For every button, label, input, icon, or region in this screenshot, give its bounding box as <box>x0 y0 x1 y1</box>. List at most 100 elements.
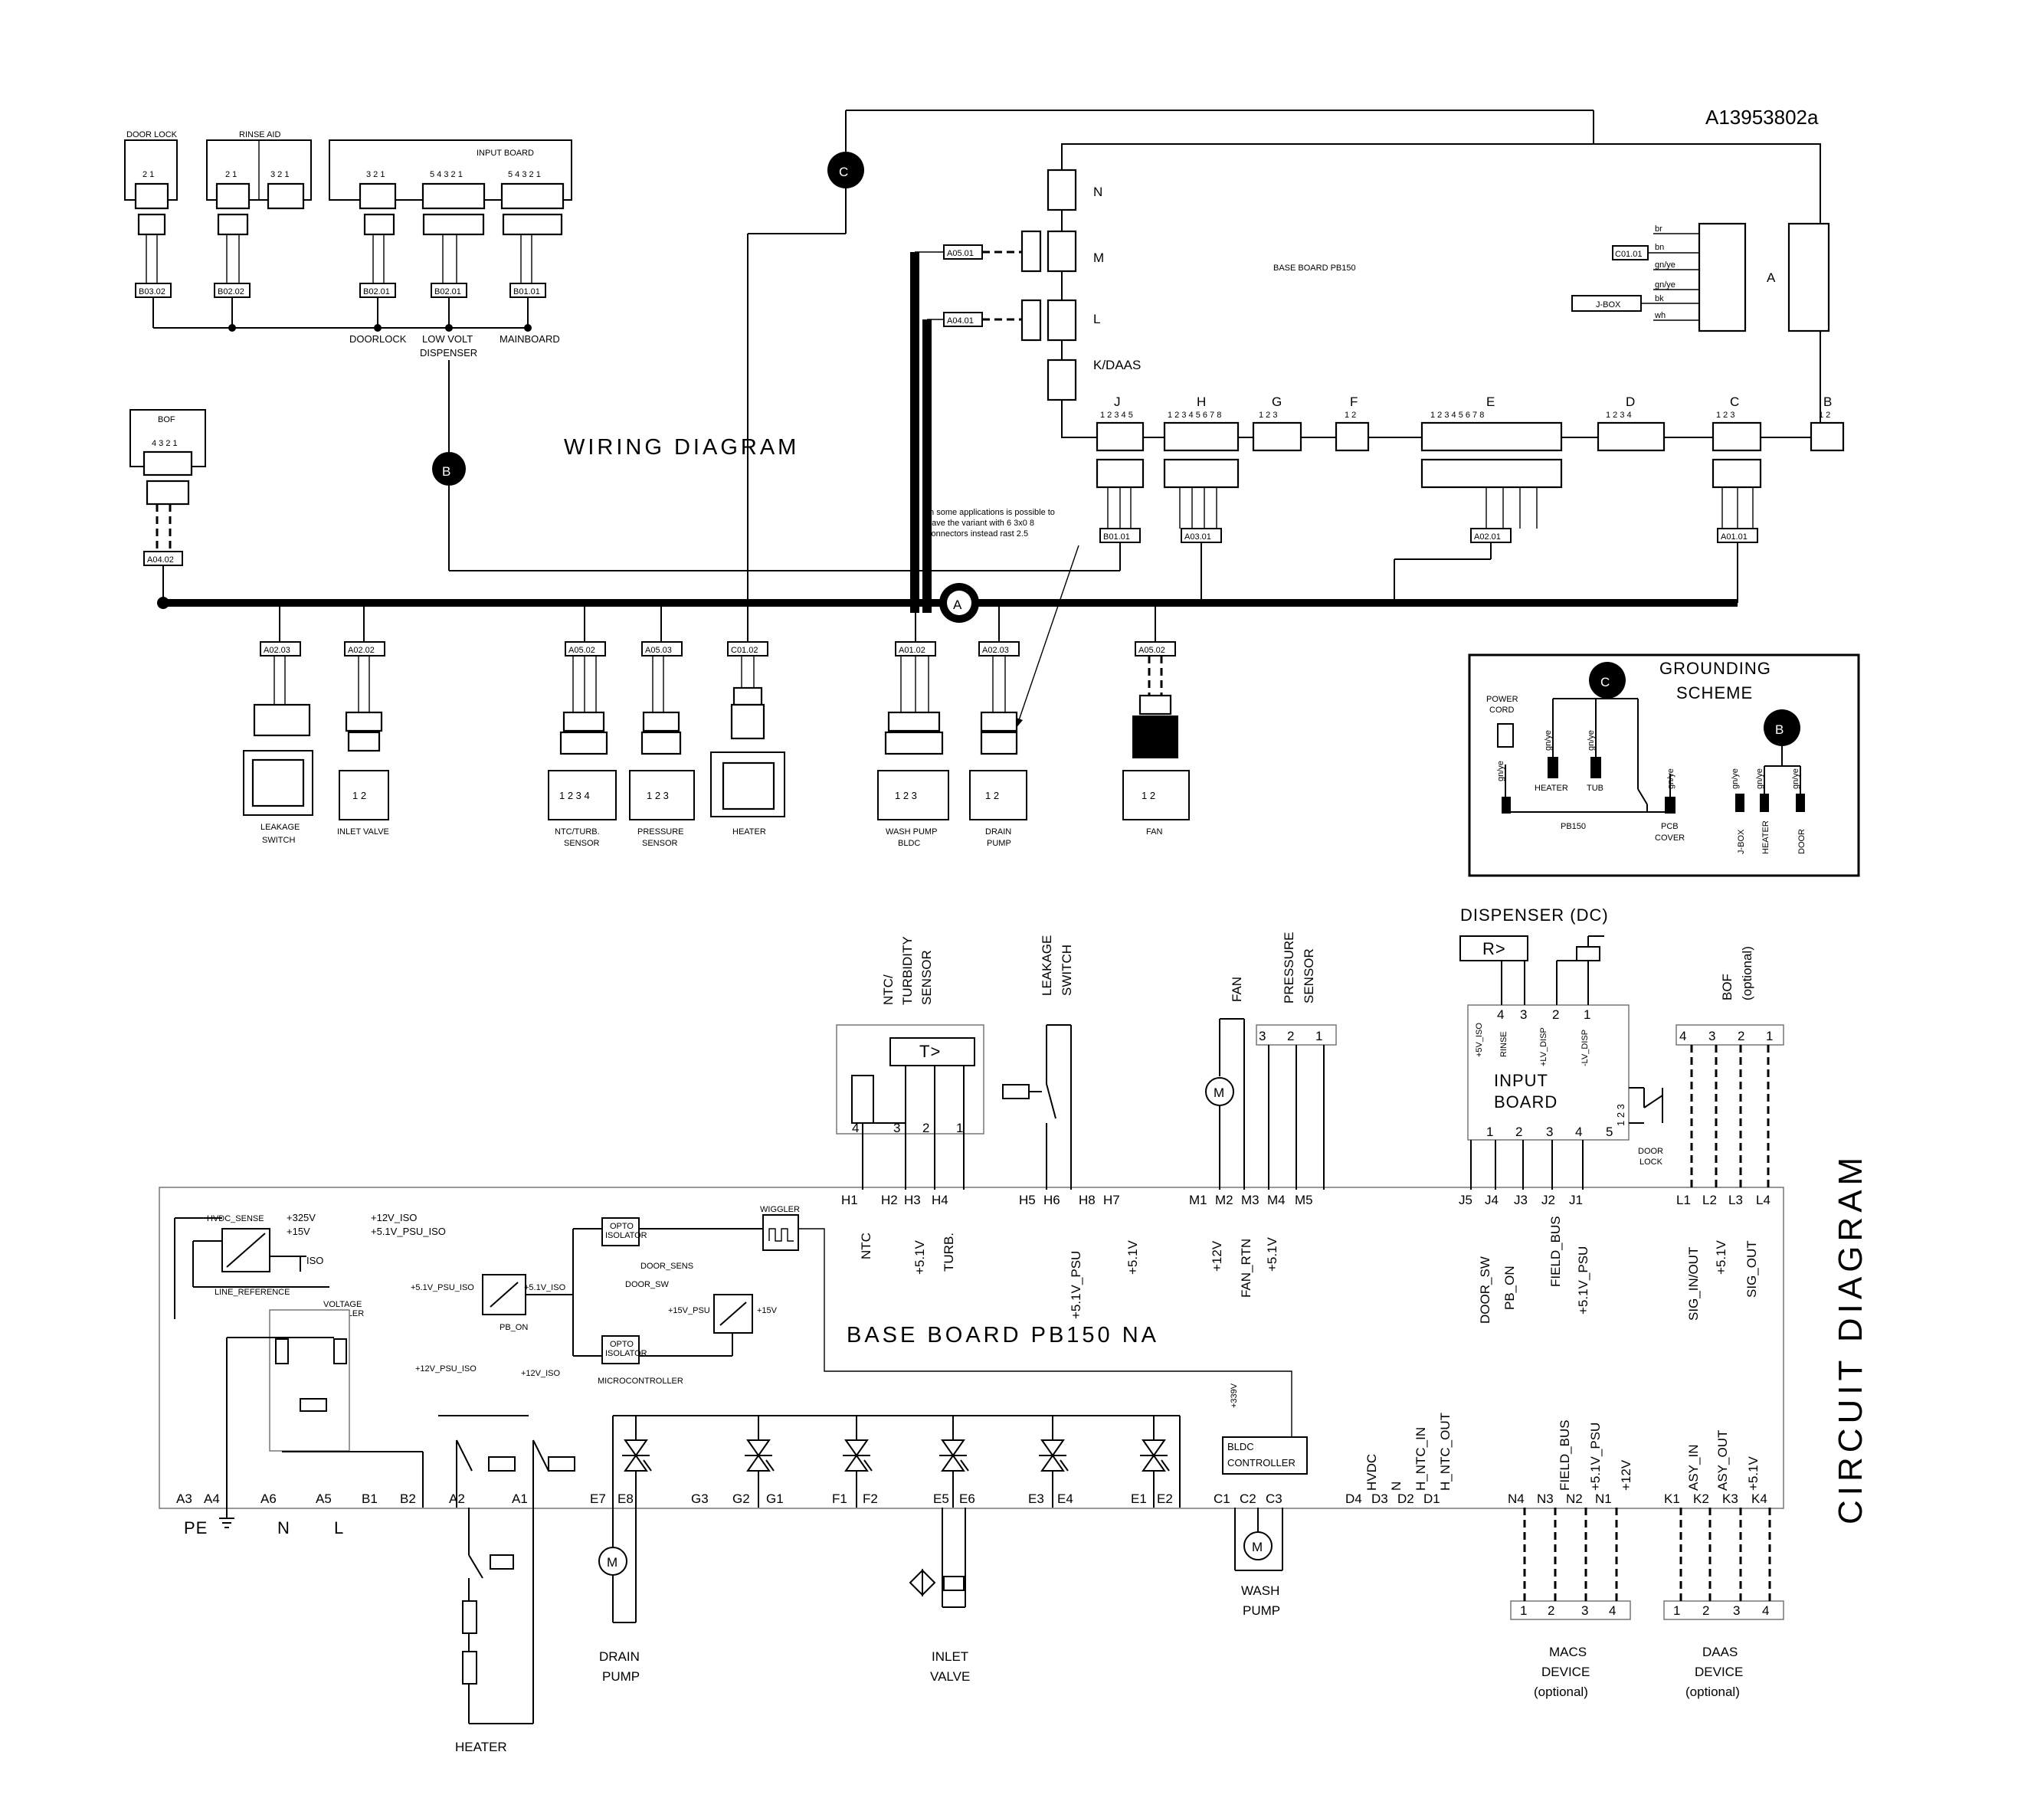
pin-f1: F1 <box>832 1491 847 1506</box>
svg-text:TURBIDITY: TURBIDITY <box>900 936 915 1005</box>
pin-e2: E2 <box>1157 1491 1173 1506</box>
svg-text:2: 2 <box>1287 1029 1294 1043</box>
svg-text:+339V: +339V <box>1230 1383 1239 1408</box>
pin-a6: A6 <box>260 1491 277 1506</box>
svg-text:N: N <box>1389 1482 1404 1491</box>
svg-text:K/DAAS: K/DAAS <box>1093 358 1141 372</box>
svg-text:C01.02: C01.02 <box>731 646 758 655</box>
heater-ground-label: HEATER <box>1535 784 1568 793</box>
svg-text:INPUT: INPUT <box>1494 1071 1548 1090</box>
pin-a5: A5 <box>316 1491 332 1506</box>
svg-text:A: A <box>1767 270 1776 285</box>
svg-text:+5.1V: +5.1V <box>912 1239 927 1275</box>
pin-e6: E6 <box>959 1491 975 1506</box>
svg-text:HEATER: HEATER <box>1761 820 1770 854</box>
pin-a3: A3 <box>176 1491 192 1506</box>
svg-text:ISOLATOR: ISOLATOR <box>605 1349 647 1358</box>
svg-text:A03.01: A03.01 <box>1184 532 1211 542</box>
svg-text:1 2: 1 2 <box>1345 411 1356 420</box>
leakage-label-2: SWITCH <box>262 836 295 845</box>
wash-pump-label-2: BLDC <box>898 839 920 848</box>
pin-n2: N2 <box>1566 1491 1583 1506</box>
svg-text:2: 2 <box>922 1121 929 1135</box>
svg-text:H5: H5 <box>1019 1193 1036 1207</box>
svg-text:C: C <box>839 165 848 179</box>
svg-text:B01.01: B01.01 <box>1103 532 1130 542</box>
macs-device: 1 2 3 4 MACS DEVICE (optional) <box>1510 1508 1631 1699</box>
svg-text:L4: L4 <box>1756 1193 1770 1207</box>
svg-text:DRAIN: DRAIN <box>599 1649 640 1664</box>
svg-text:FAN_RTN: FAN_RTN <box>1239 1239 1253 1298</box>
svg-text:RINSE: RINSE <box>1499 1031 1508 1057</box>
triac-5 <box>1039 1416 1069 1508</box>
dispenser-input-board: DISPENSER (DC) R> 4 3 2 1 +5V_ISO RINSE … <box>1459 905 1663 1190</box>
svg-text:NTC: NTC <box>859 1233 873 1259</box>
svg-text:MICROCONTROLLER: MICROCONTROLLER <box>598 1377 683 1386</box>
svg-text:H2: H2 <box>881 1193 898 1207</box>
svg-text:+5.1V_ISO: +5.1V_ISO <box>524 1283 566 1292</box>
input-board-pins-b: 5 4 3 2 1 <box>430 170 463 179</box>
svg-text:BOF: BOF <box>1720 974 1734 1000</box>
low-volt-label-1: LOW VOLT <box>422 333 473 345</box>
svg-text:J-BOX: J-BOX <box>1737 829 1746 854</box>
svg-text:LOCK: LOCK <box>1639 1157 1663 1167</box>
svg-text:+5V_ISO: +5V_ISO <box>1475 1023 1484 1057</box>
svg-text:gn/ye: gn/ye <box>1755 768 1764 789</box>
svg-text:M: M <box>1214 1085 1224 1100</box>
svg-text:bk: bk <box>1655 294 1664 303</box>
svg-text:+15V_PSU: +15V_PSU <box>668 1306 710 1315</box>
bottom-components: LEAKAGE SWITCH 1 2 INLET VALVE 1 2 3 4 N… <box>243 656 1190 848</box>
svg-text:M: M <box>1093 250 1104 265</box>
svg-text:LEAKAGE: LEAKAGE <box>1040 935 1054 996</box>
svg-text:A: A <box>953 598 962 612</box>
pin-d4: D4 <box>1345 1491 1362 1506</box>
main-bus: A <box>157 252 1738 623</box>
svg-text:LINE_REFERENCE: LINE_REFERENCE <box>215 1288 290 1297</box>
svg-text:PE: PE <box>184 1518 208 1537</box>
pb150-label: PB150 <box>1561 822 1586 831</box>
svg-text:ISO: ISO <box>306 1255 323 1266</box>
svg-text:gn/ye: gn/ye <box>1544 730 1553 751</box>
svg-text:A02.03: A02.03 <box>264 646 290 655</box>
svg-text:+12V_ISO: +12V_ISO <box>371 1212 417 1223</box>
svg-text:H: H <box>1197 395 1206 409</box>
svg-text:D: D <box>1626 395 1635 409</box>
svg-text:SIG_IN/OUT: SIG_IN/OUT <box>1686 1247 1701 1321</box>
svg-text:1 2 3 4: 1 2 3 4 <box>559 790 590 801</box>
svg-text:L: L <box>1093 312 1100 326</box>
input-board-code-2: B02.01 <box>434 287 461 296</box>
svg-text:+5.1V_PSU_ISO: +5.1V_PSU_ISO <box>411 1283 474 1292</box>
daas-device: 1 2 3 4 DAAS DEVICE (optional) <box>1663 1508 1784 1699</box>
svg-text:L2: L2 <box>1702 1193 1717 1207</box>
svg-text:ASY_IN: ASY_IN <box>1686 1445 1701 1491</box>
svg-text:A05.02: A05.02 <box>1138 646 1165 655</box>
door-lock-label: DOOR LOCK <box>126 130 178 139</box>
svg-text:J2: J2 <box>1541 1193 1555 1207</box>
svg-text:ASY_OUT: ASY_OUT <box>1715 1430 1730 1491</box>
svg-text:WASH: WASH <box>1241 1583 1279 1598</box>
input-board-code-1: B02.01 <box>363 287 390 296</box>
pin-g2: G2 <box>732 1491 750 1506</box>
diagram-id: A13953802a <box>1705 106 1819 129</box>
svg-text:gn/ye: gn/ye <box>1655 260 1675 270</box>
input-board-code-3: B01.01 <box>513 287 540 296</box>
bof-component: BOF 4 3 2 1 A04.02 <box>129 409 206 599</box>
svg-text:H1: H1 <box>841 1193 858 1207</box>
rinse-aid-code: B02.02 <box>218 287 244 296</box>
inlet-valve-load: INLET VALVE <box>909 1508 970 1684</box>
pin-k2: K2 <box>1693 1491 1709 1506</box>
svg-text:BOARD: BOARD <box>1494 1092 1558 1112</box>
svg-text:H_NTC_IN: H_NTC_IN <box>1413 1427 1428 1491</box>
svg-text:3: 3 <box>1708 1029 1715 1043</box>
bus-codes: A02.03 A02.02 A05.02 A05.03 C01.02 A01.0… <box>260 641 1176 657</box>
svg-text:DOOR_SW: DOOR_SW <box>1478 1256 1492 1324</box>
svg-text:1 2 3 4 5 6 7 8: 1 2 3 4 5 6 7 8 <box>1430 411 1484 420</box>
svg-text:1 2 3 4 5: 1 2 3 4 5 <box>1100 411 1133 420</box>
svg-text:2: 2 <box>1515 1125 1522 1139</box>
input-board-component: INPUT BOARD 3 2 1 5 4 3 2 1 5 4 3 2 1 B0… <box>329 139 572 298</box>
drain-pump-load: M DRAIN PUMP <box>598 1508 640 1684</box>
svg-text:J1: J1 <box>1569 1193 1583 1207</box>
svg-text:HVDC_SENSE: HVDC_SENSE <box>207 1214 264 1223</box>
svg-text:G: G <box>1272 395 1282 409</box>
svg-text:TURB.: TURB. <box>942 1233 956 1272</box>
